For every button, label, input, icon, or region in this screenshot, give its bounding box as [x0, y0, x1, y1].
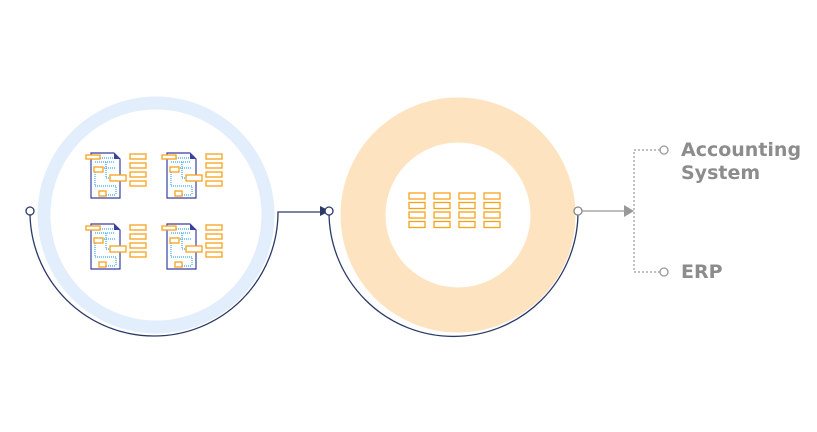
- extracted-fields-grid: [408, 192, 501, 229]
- input-documents-ring: [37, 96, 275, 334]
- connector-arc-1: [29, 211, 322, 337]
- extracted-field: [408, 201, 426, 210]
- extracted-field: [433, 220, 451, 229]
- extracted-field: [458, 211, 476, 219]
- output-accounting-system: Accounting System: [681, 139, 801, 185]
- extracted-field: [483, 201, 501, 210]
- output-label: System: [681, 162, 761, 184]
- extracted-field: [483, 220, 501, 229]
- output-erp: ERP: [681, 261, 723, 284]
- end-node: [573, 206, 583, 216]
- extracted-field: [408, 211, 426, 219]
- processing-ring: [340, 97, 576, 333]
- output-node-erp: [659, 267, 669, 277]
- extracted-field: [408, 192, 426, 200]
- extracted-field: [433, 192, 451, 200]
- extracted-field: [433, 211, 451, 219]
- extracted-field: [433, 201, 451, 210]
- extracted-field: [458, 192, 476, 200]
- extracted-field: [458, 201, 476, 210]
- extracted-field: [408, 220, 426, 229]
- output-label: Accounting: [681, 139, 802, 161]
- start-node: [25, 206, 35, 216]
- connector-arc-2: [328, 211, 579, 338]
- middle-node: [324, 206, 334, 216]
- output-node-accounting: [659, 145, 669, 155]
- extracted-field: [483, 211, 501, 219]
- extracted-field: [458, 220, 476, 229]
- output-arrow-icon: [624, 205, 634, 217]
- output-label: ERP: [681, 261, 723, 283]
- extracted-field: [483, 192, 501, 200]
- output-branch-dashed: [633, 149, 660, 273]
